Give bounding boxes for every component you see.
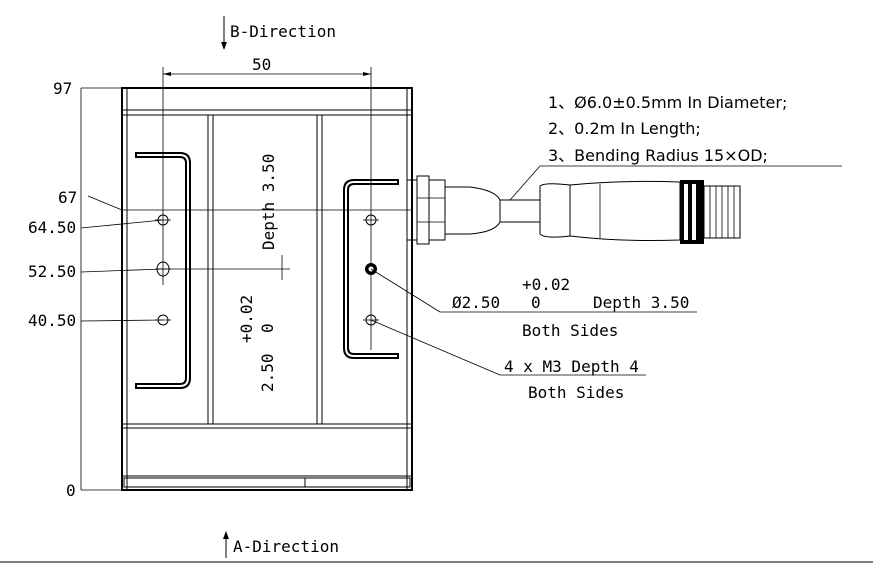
cable-assembly — [406, 165, 842, 245]
cable-note-1: 1、Ø6.0±0.5mm In Diameter; — [548, 93, 787, 112]
width-dimension-label: 50 — [252, 55, 271, 74]
y-label-97: 97 — [53, 79, 72, 98]
y-label-64-50: 64.50 — [28, 218, 76, 237]
cable-note-2: 2、0.2m In Length; — [548, 119, 701, 138]
width-dimension: 50 — [162, 55, 372, 350]
pin-hole-zero: 0 — [531, 293, 541, 312]
pin-hole-callout: +0.02 Ø2.50 0 Depth 3.50 Both Sides — [370, 268, 697, 340]
center-slot-size: 2.50 — [258, 353, 277, 392]
a-direction-label: A-Direction — [233, 537, 339, 556]
right-slot — [343, 179, 399, 359]
center-slot-tol-zero: 0 — [258, 323, 277, 333]
pin-hole-tol: +0.02 — [522, 275, 570, 294]
note-leader — [509, 165, 541, 201]
b-direction-indicator: B-Direction — [221, 16, 336, 50]
thread-sides: Both Sides — [528, 383, 624, 402]
a-direction-indicator: A-Direction — [223, 531, 339, 558]
center-slot-depth: Depth 3.50 — [259, 154, 278, 250]
slide-body — [121, 87, 413, 491]
cable-note-3: 3、Bending Radius 15×OD; — [548, 146, 768, 165]
pin-hole-size: Ø2.50 — [452, 293, 500, 312]
thread-spec: 4 x M3 Depth 4 — [504, 357, 639, 376]
height-dimension-chain: 97 67 64.50 52.50 40.50 0 — [28, 79, 164, 500]
left-slot — [135, 152, 191, 389]
y-label-52-50: 52.50 — [28, 262, 76, 281]
y-label-40-50: 40.50 — [28, 311, 76, 330]
y-label-67: 67 — [58, 188, 77, 207]
thread-callout: 4 x M3 Depth 4 Both Sides — [370, 319, 646, 402]
pin-hole-depth: Depth 3.50 — [593, 293, 689, 312]
center-slot-tol-plus: +0.02 — [237, 295, 256, 343]
y-label-0: 0 — [66, 481, 76, 500]
pin-hole-sides: Both Sides — [522, 321, 618, 340]
b-direction-label: B-Direction — [230, 22, 336, 41]
